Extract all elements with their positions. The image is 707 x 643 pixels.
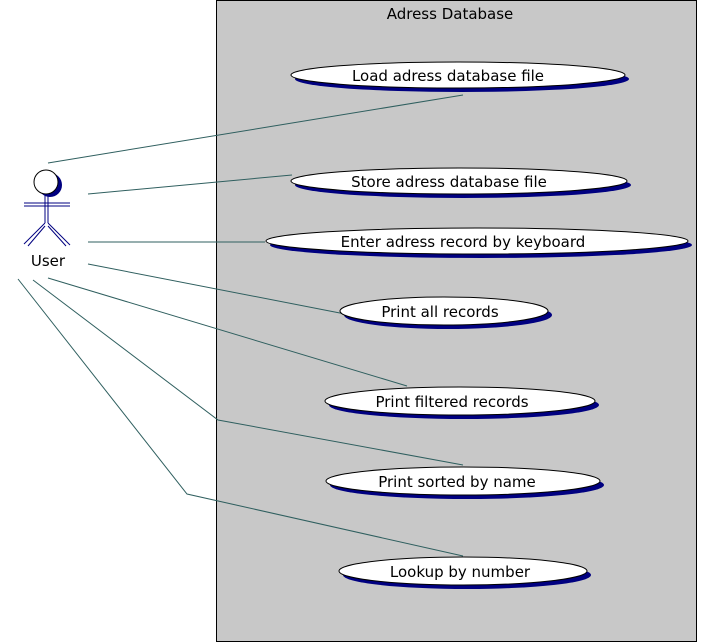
use-case-load[interactable]: Load adress database file xyxy=(290,61,629,92)
use-case-enter[interactable]: Enter adress record by keyboard xyxy=(265,227,692,258)
use-case-ellipse xyxy=(265,227,689,255)
use-case-store[interactable]: Store adress database file xyxy=(290,167,631,198)
use-case-print-sorted[interactable]: Print sorted by name xyxy=(325,466,604,499)
use-case-label: Enter adress record by keyboard xyxy=(341,233,586,251)
system-title: Adress Database xyxy=(387,5,514,23)
association-line-print-filtered xyxy=(47,277,408,387)
use-case-print-all[interactable]: Print all records xyxy=(339,296,552,329)
association-line-print-sorted xyxy=(32,279,464,466)
association-line-print-all xyxy=(87,263,346,315)
use-case-label: Lookup by number xyxy=(390,563,531,581)
actor-user[interactable]: User xyxy=(23,169,71,270)
use-case-ellipse xyxy=(290,167,628,195)
use-case-label: Load adress database file xyxy=(352,67,544,85)
use-case-ellipse xyxy=(338,556,588,586)
use-case-lookup[interactable]: Lookup by number xyxy=(338,556,591,589)
use-case-ellipse xyxy=(324,386,596,416)
association-line-load xyxy=(47,94,464,164)
stick-figure-icon xyxy=(23,169,71,247)
use-case-ellipse xyxy=(325,466,601,496)
use-case-label: Print all records xyxy=(381,303,498,321)
actor-label: User xyxy=(31,252,66,270)
use-case-label: Print filtered records xyxy=(375,393,528,411)
use-case-label: Print sorted by name xyxy=(378,473,536,491)
use-case-ellipse xyxy=(339,296,549,326)
use-case-label: Store adress database file xyxy=(351,173,547,191)
association-line-store xyxy=(87,174,293,195)
association-line-lookup xyxy=(17,278,464,557)
association-lines xyxy=(17,94,464,557)
use-case-print-filtered[interactable]: Print filtered records xyxy=(324,386,599,419)
use-case-ellipse xyxy=(290,61,626,89)
